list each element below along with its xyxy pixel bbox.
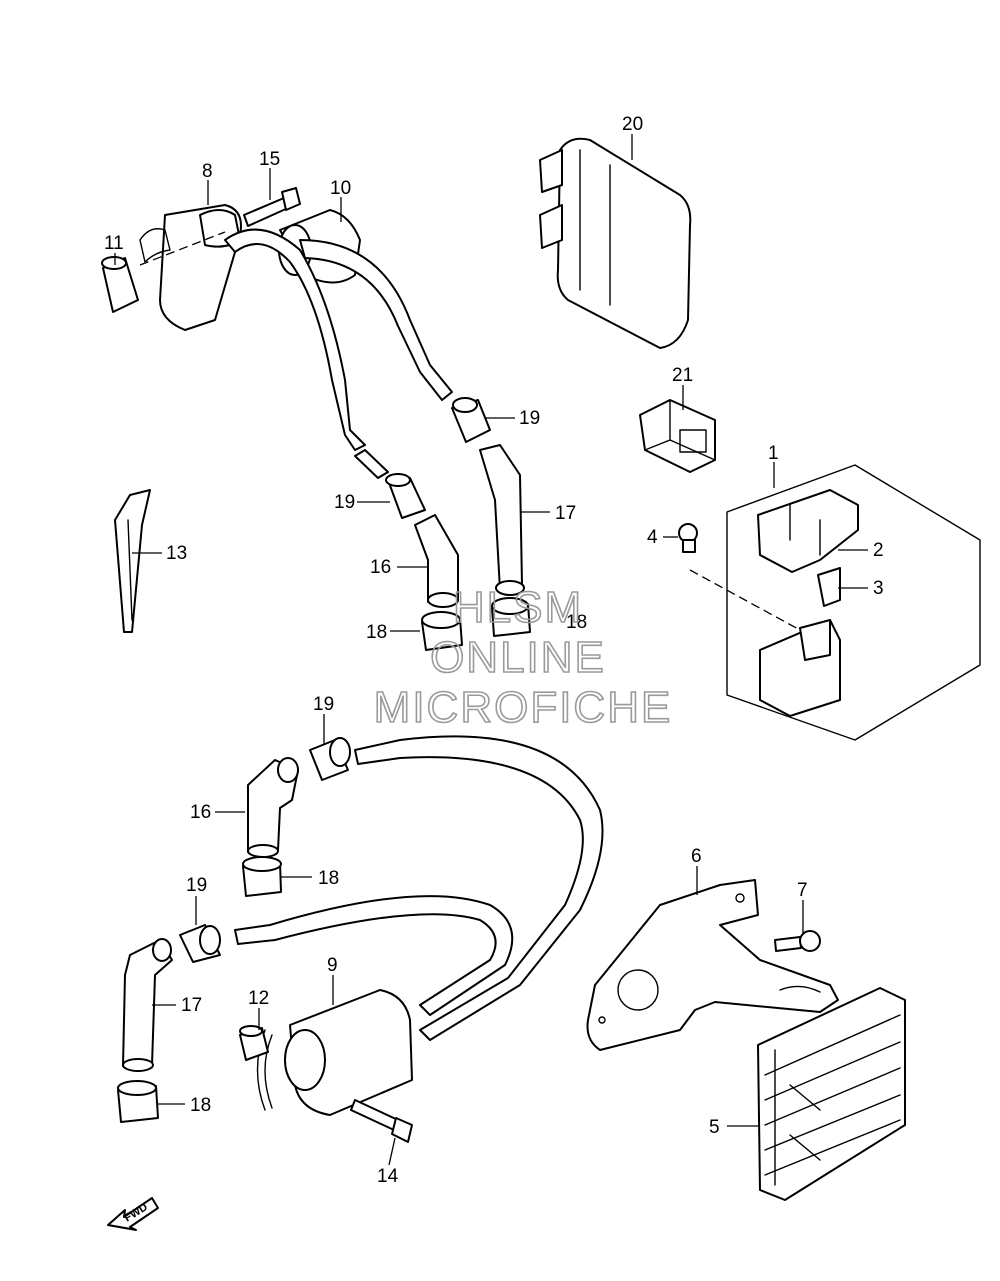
- callout-16-lower: 16: [190, 802, 211, 823]
- callout-4: 4: [647, 527, 658, 548]
- callout-18-upper-left: 18: [366, 622, 387, 643]
- plug-cap-17-lower: [122, 938, 173, 1072]
- callout-3: 3: [873, 578, 884, 599]
- callout-18-lower-bottom: 18: [190, 1095, 211, 1116]
- seal-18-lower-bottom: [117, 1080, 159, 1123]
- callout-13: 13: [166, 543, 187, 564]
- callout-19-lower-bottom: 19: [186, 875, 207, 896]
- bolt-15: [243, 187, 301, 227]
- callout-8: 8: [202, 161, 213, 182]
- callout-21: 21: [672, 365, 693, 386]
- callout-11: 11: [104, 233, 124, 254]
- bolt-7: [774, 930, 821, 952]
- watermark-line-3: MICROFICHE: [374, 683, 673, 732]
- seal-19-upper-right: [451, 397, 491, 443]
- callout-18-upper-right: 18: [566, 612, 587, 633]
- callout-5: 5: [709, 1117, 720, 1138]
- callout-18-lower-top: 18: [318, 868, 339, 889]
- seal-19-lower-top: [309, 737, 351, 781]
- callout-19-upper-right: 19: [519, 408, 540, 429]
- callout-19-upper-left: 19: [334, 492, 355, 513]
- watermark: HLSM ONLINE MICROFICHE: [373, 582, 673, 733]
- starter-relay-box-1: [689, 464, 981, 741]
- callout-2: 2: [873, 540, 884, 561]
- seal-18-upper-right: [491, 597, 531, 637]
- callout-12: 12: [248, 988, 269, 1009]
- plug-cap-17-upper: [479, 444, 525, 596]
- collar-11: [101, 256, 139, 313]
- seal-18-lower-top: [242, 856, 282, 897]
- relay-21: [639, 399, 716, 473]
- callout-10: 10: [330, 178, 351, 199]
- regulator-rectifier-5: [757, 987, 906, 1201]
- callout-16-upper: 16: [370, 557, 391, 578]
- screw-4: [678, 523, 698, 553]
- fwd-arrow-icon: FWD: [107, 1197, 159, 1231]
- callout-14: 14: [377, 1166, 399, 1187]
- collar-12: [239, 1025, 269, 1061]
- bolt-14: [350, 1099, 413, 1143]
- plug-cap-16-lower: [247, 757, 299, 858]
- watermark-line-1: HLSM: [453, 583, 583, 632]
- callout-20: 20: [622, 114, 643, 135]
- callout-6: 6: [691, 846, 702, 867]
- spark-plug-lead-lower: [234, 735, 604, 1041]
- callout-1: 1: [768, 443, 779, 464]
- cable-tie-13: [114, 489, 151, 633]
- bracket-6: [586, 879, 839, 1051]
- watermark-line-2: ONLINE: [430, 633, 606, 682]
- callout-17-lower: 17: [181, 995, 202, 1016]
- callout-17-upper: 17: [555, 503, 576, 524]
- ignition-coil-rear: [256, 989, 413, 1116]
- spark-plug-lead-upper: [224, 228, 453, 479]
- ecm-unit-20: [539, 137, 692, 349]
- seal-18-upper-left: [421, 611, 463, 651]
- callout-9: 9: [327, 955, 338, 976]
- leader-lines: [114, 134, 868, 1166]
- callout-7: 7: [797, 880, 808, 901]
- callout-numbers: 20 21 1 2 3 4 8 15 10 11 19 17 19 13 16 …: [104, 114, 884, 1187]
- seal-19-lower-bottom: [179, 924, 221, 963]
- callout-15: 15: [259, 149, 280, 170]
- callout-19-lower-top: 19: [313, 694, 334, 715]
- plug-cap-16-upper: [414, 514, 459, 608]
- seal-19-upper-left: [385, 473, 426, 519]
